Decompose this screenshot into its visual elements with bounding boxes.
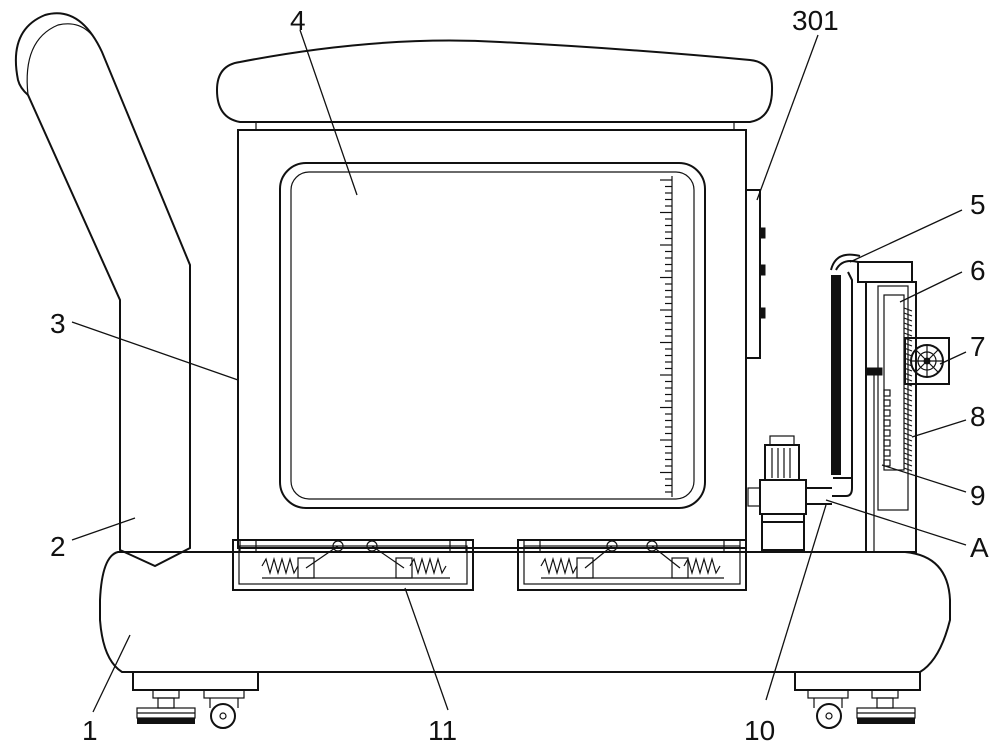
column-slots <box>883 389 891 467</box>
tick-mark <box>903 312 913 317</box>
label-10: 10 <box>744 715 775 746</box>
column-slot <box>883 459 891 467</box>
column-slot <box>883 389 891 397</box>
handle <box>14 12 191 568</box>
tick-mark <box>903 402 913 407</box>
tick-mark <box>903 457 913 462</box>
column-assembly <box>857 261 917 553</box>
housing <box>215 39 774 549</box>
tick-mark <box>903 452 913 457</box>
label-9: 9 <box>970 480 986 511</box>
part-labels: 1 2 3 4 301 5 6 7 8 9 A 10 11 <box>50 5 989 746</box>
label-2: 2 <box>50 531 66 562</box>
label-A: A <box>970 532 989 563</box>
tick-mark <box>903 427 913 432</box>
tick-mark <box>903 462 913 467</box>
tick-mark <box>903 432 913 437</box>
tick-mark <box>903 442 913 447</box>
tube <box>830 253 861 497</box>
window-scale <box>660 179 672 493</box>
left-caster-wheel <box>203 689 245 729</box>
tick-mark <box>903 417 913 422</box>
tick-mark <box>903 322 913 327</box>
column-slot <box>883 439 891 447</box>
right-caster-wheel <box>807 689 849 729</box>
label-5: 5 <box>970 189 986 220</box>
tick-mark <box>903 397 913 402</box>
label-7: 7 <box>970 331 986 362</box>
gear-box <box>904 337 950 385</box>
right-leveling-foot <box>856 689 916 724</box>
tick-mark <box>903 327 913 332</box>
tick-mark <box>903 307 913 312</box>
tick-mark <box>903 467 913 472</box>
pump-motor <box>747 435 832 551</box>
column-slot <box>883 419 891 427</box>
label-6: 6 <box>970 255 986 286</box>
tick-mark <box>903 437 913 442</box>
label-301: 301 <box>792 5 839 36</box>
label-11: 11 <box>428 715 457 746</box>
right-drawer <box>517 539 747 591</box>
label-8: 8 <box>970 401 986 432</box>
tick-mark <box>903 422 913 427</box>
tick-mark <box>903 387 913 392</box>
viewing-window <box>279 162 706 509</box>
leader-lines <box>71 29 967 713</box>
column-slot <box>883 449 891 457</box>
base <box>99 551 951 691</box>
tick-mark <box>903 412 913 417</box>
column-slot <box>883 399 891 407</box>
tick-mark <box>903 447 913 452</box>
left-drawer <box>232 539 474 591</box>
tick-mark <box>903 332 913 337</box>
tick-mark <box>903 317 913 322</box>
left-leveling-foot <box>136 689 196 724</box>
column-slot <box>883 409 891 417</box>
label-4: 4 <box>290 5 306 36</box>
tick-mark <box>903 392 913 397</box>
label-3: 3 <box>50 308 66 339</box>
tick-mark <box>903 407 913 412</box>
label-1: 1 <box>82 715 98 746</box>
column-slot <box>883 429 891 437</box>
